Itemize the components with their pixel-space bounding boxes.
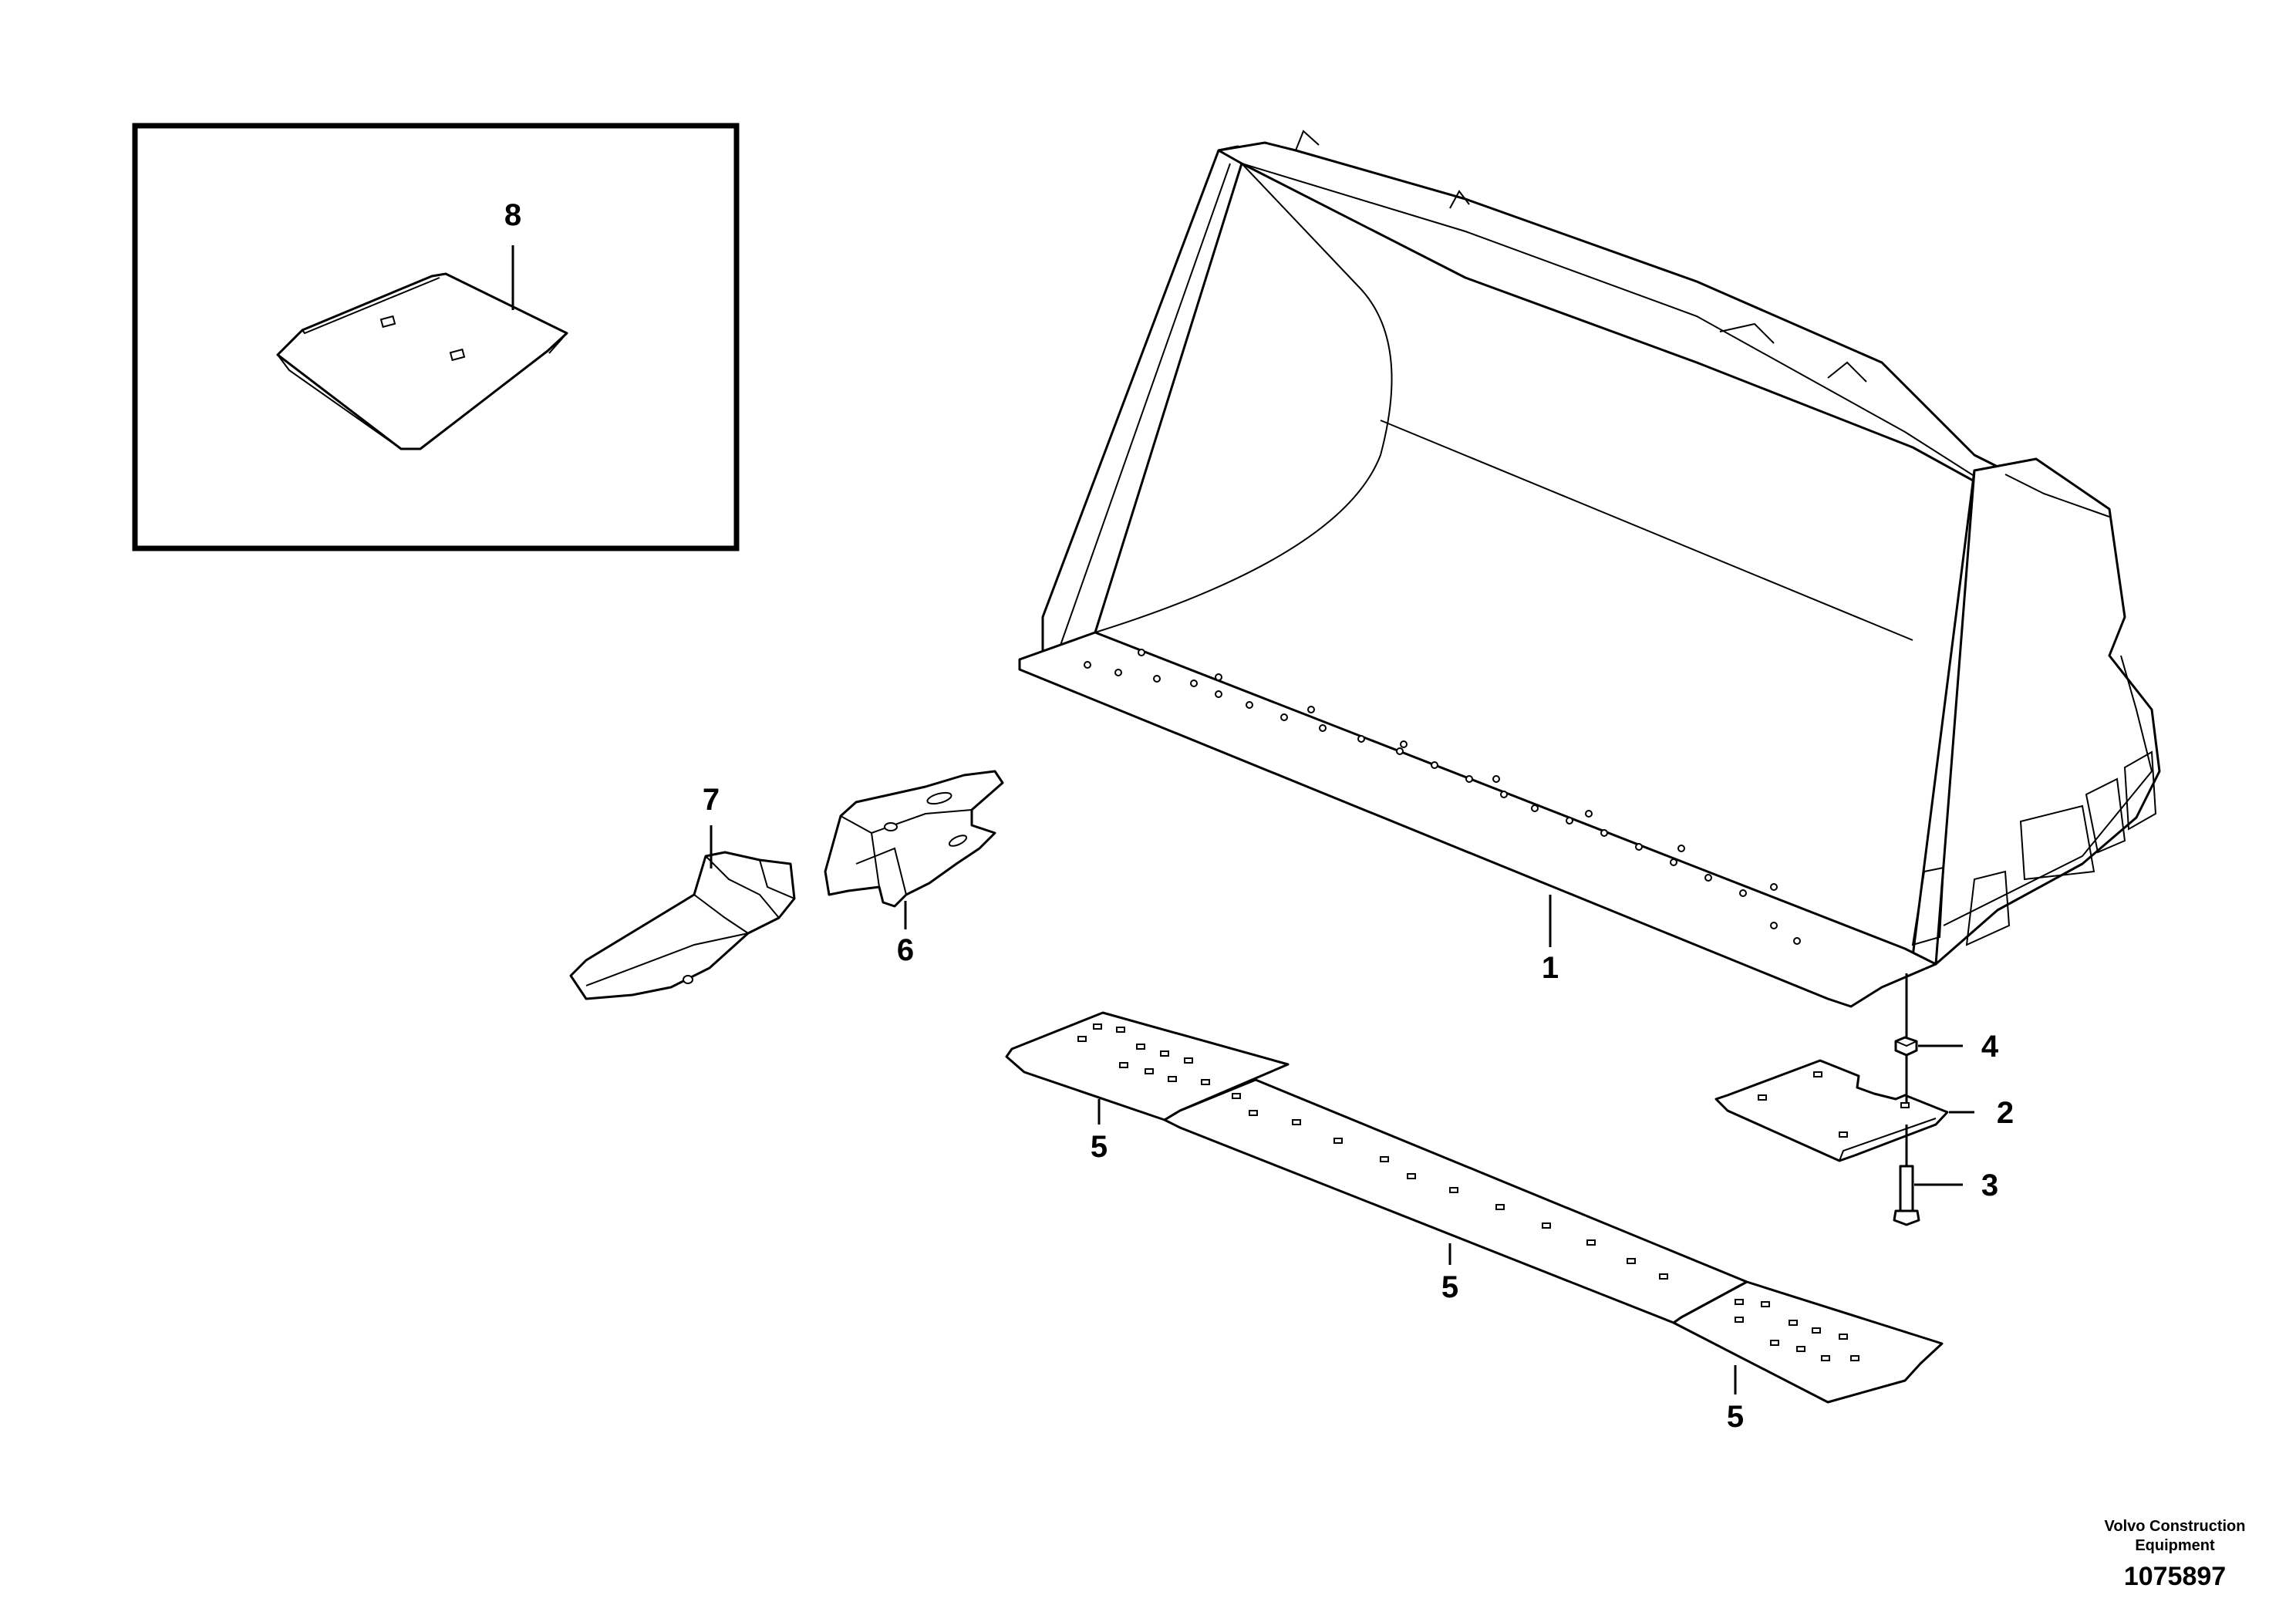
part-3-bolt: 3 — [1893, 1125, 1998, 1226]
plate-2-bolt-holes — [1758, 1071, 1910, 1138]
company-name-line1: Volvo Construction — [2105, 1518, 2246, 1535]
callout-1: 1 — [1542, 951, 1559, 985]
part-2-wear-plate: 2 — [1714, 1055, 2014, 1162]
callout-8: 8 — [504, 198, 521, 232]
drawing-number: 1075897 — [2124, 1562, 2226, 1591]
part-7-tooth: 7 — [569, 783, 796, 1000]
company-name-line2: Equipment — [2135, 1537, 2215, 1554]
callout-4: 4 — [1981, 1030, 1999, 1064]
part-1-bucket: 1 — [1018, 130, 2161, 1008]
part-6-adapter: 6 — [824, 770, 1004, 967]
footer: Volvo Construction Equipment 1075897 — [2105, 1518, 2246, 1591]
callout-5-left: 5 — [1091, 1130, 1108, 1164]
callout-5-right: 5 — [1727, 1400, 1744, 1434]
callout-5-middle: 5 — [1441, 1270, 1458, 1304]
callout-6: 6 — [897, 933, 914, 967]
edge-right-bolt-holes — [1735, 1299, 1859, 1361]
edge-left-bolt-holes — [1077, 1023, 1210, 1085]
part-5-edge-middle: 5 — [1163, 1078, 1748, 1324]
part-4-nut: 4 — [1894, 973, 1999, 1064]
edge-middle-bolt-holes — [1232, 1093, 1668, 1280]
part-8-wear-plate — [276, 272, 568, 450]
bucket-edge-bolt-holes — [1084, 649, 1801, 945]
callout-7: 7 — [703, 783, 720, 817]
callout-3: 3 — [1981, 1168, 1998, 1202]
part-5-edge-right: 5 — [1672, 1280, 1944, 1434]
callout-2: 2 — [1997, 1096, 2014, 1130]
inset-border — [132, 123, 740, 551]
inset-frame: 8 — [132, 123, 740, 551]
